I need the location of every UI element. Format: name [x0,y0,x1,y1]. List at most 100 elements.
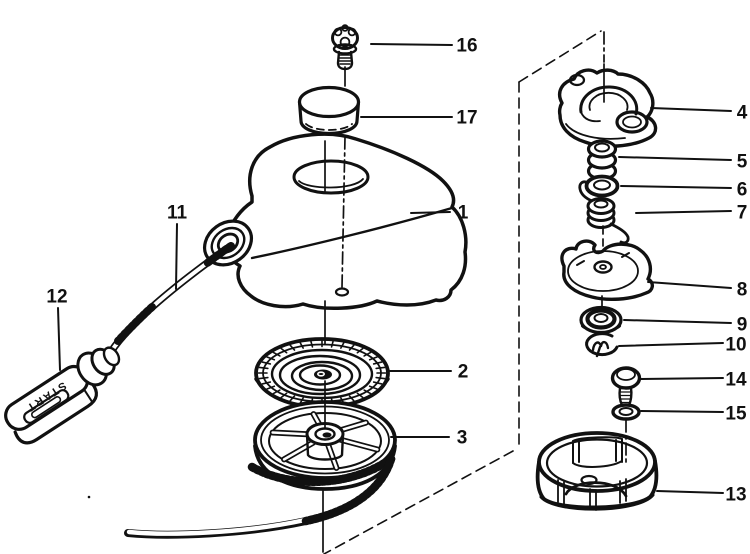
tick [272,389,281,395]
housing-top-hole-inner [298,178,364,189]
cup-rim-inner [545,438,649,488]
tick [261,381,272,385]
boundary-dash-top-diagonal [518,30,602,83]
leader-8 [647,281,732,289]
leader-11 [175,223,178,290]
leader-lines [57,43,732,494]
boundary-dash-bottom-diagonal [323,450,514,554]
part-4-friction-plate [557,31,658,148]
callout-15: 15 [725,404,747,425]
callout-10: 10 [725,335,746,356]
cup-inner-pocket [572,436,623,468]
handle-ferrule-collar [102,346,121,367]
handle-underside [13,381,98,445]
part-14-screw [610,366,642,409]
housing-centerline-dashed [341,136,346,288]
tick [310,340,314,348]
leader-10 [618,342,724,347]
tick [348,395,355,402]
part-5-return-spring [586,139,618,181]
cam-plate-hub [593,260,613,274]
tick [280,347,288,354]
spring-center-eye [316,371,325,377]
callout-5: 5 [737,152,748,173]
rope-upper-ribs [202,242,235,268]
cup-bottom-band [539,493,655,511]
friction-plate-channel-inner [588,91,629,111]
part-10-lock-clip [585,332,619,358]
part-8-cam-plate [560,239,654,312]
spring-coil [270,348,374,400]
tick [299,342,304,349]
callout-13: 13 [725,485,746,506]
tick [356,392,364,399]
bolt-head-socket [339,36,351,48]
tick [363,351,372,357]
tick [289,395,296,402]
rope-upper-ribs [114,303,156,345]
bolt-threads [338,54,352,65]
handle-end-facet [83,389,94,404]
callout-1: 1 [458,203,469,224]
friction-plate-eye [615,110,649,134]
screw-threads [619,391,632,404]
tick [340,342,345,349]
tick [258,376,269,380]
leader-15 [640,410,724,413]
tick [299,397,304,404]
pulley-hub-side [305,432,345,461]
tick [261,361,272,365]
speck [87,495,91,499]
rope-lower-ribs [301,454,396,526]
leader-4 [650,107,732,112]
tick [368,385,378,390]
friction-plate-channel-end [580,111,601,123]
callout-2: 2 [458,362,469,383]
callout-12: 12 [46,287,67,308]
part-16-flange-bolt [331,24,359,87]
tick [372,381,383,385]
handle-slot [23,389,70,424]
bolt-head-lobe [333,27,343,37]
cam-plate-face [567,250,639,292]
tick [348,344,355,351]
spring-coil [290,360,354,392]
friction-plate-outline [557,68,658,148]
bolt-head [331,26,359,50]
part-15-washer [611,403,641,421]
callout-14: 14 [725,370,747,391]
cap-top [297,85,361,119]
part-1-starter-housing [203,132,468,311]
callout-6: 6 [737,180,748,201]
cam-plate-hub-hole [599,264,607,270]
leader-13 [656,490,724,494]
screw-head [610,366,642,390]
spoke-core [271,431,312,436]
leader-7 [635,210,732,214]
bolt-flange [332,43,358,55]
part-6-washer-bushing [584,174,620,198]
tick [272,351,281,357]
friction-plate-pawl [568,73,586,87]
friction-spring-arm-right [609,222,630,245]
cup-front-notch [564,481,628,498]
callout-7: 7 [737,203,748,224]
tick [280,392,288,399]
cup-outer-wall [535,459,659,510]
callout-9: 9 [737,315,748,336]
handle-slot-tab [30,396,62,419]
leader-1 [410,211,451,214]
tick [375,376,386,380]
friction-plate-edge-line [565,123,626,140]
leader-6 [620,185,732,189]
friction-plate-eye-hole [622,115,642,129]
callout-labels: 16 17 1 2 3 11 12 4 5 6 7 8 9 10 14 15 1… [46,36,747,506]
part-12-starter-handle: START [4,346,121,445]
group-boundary-dashed-lines [323,30,602,554]
bolt-head-lobe [347,27,357,37]
tick [330,340,334,348]
screw-head-top [616,368,636,381]
leader-12 [57,307,61,371]
spring-coil [298,364,342,386]
